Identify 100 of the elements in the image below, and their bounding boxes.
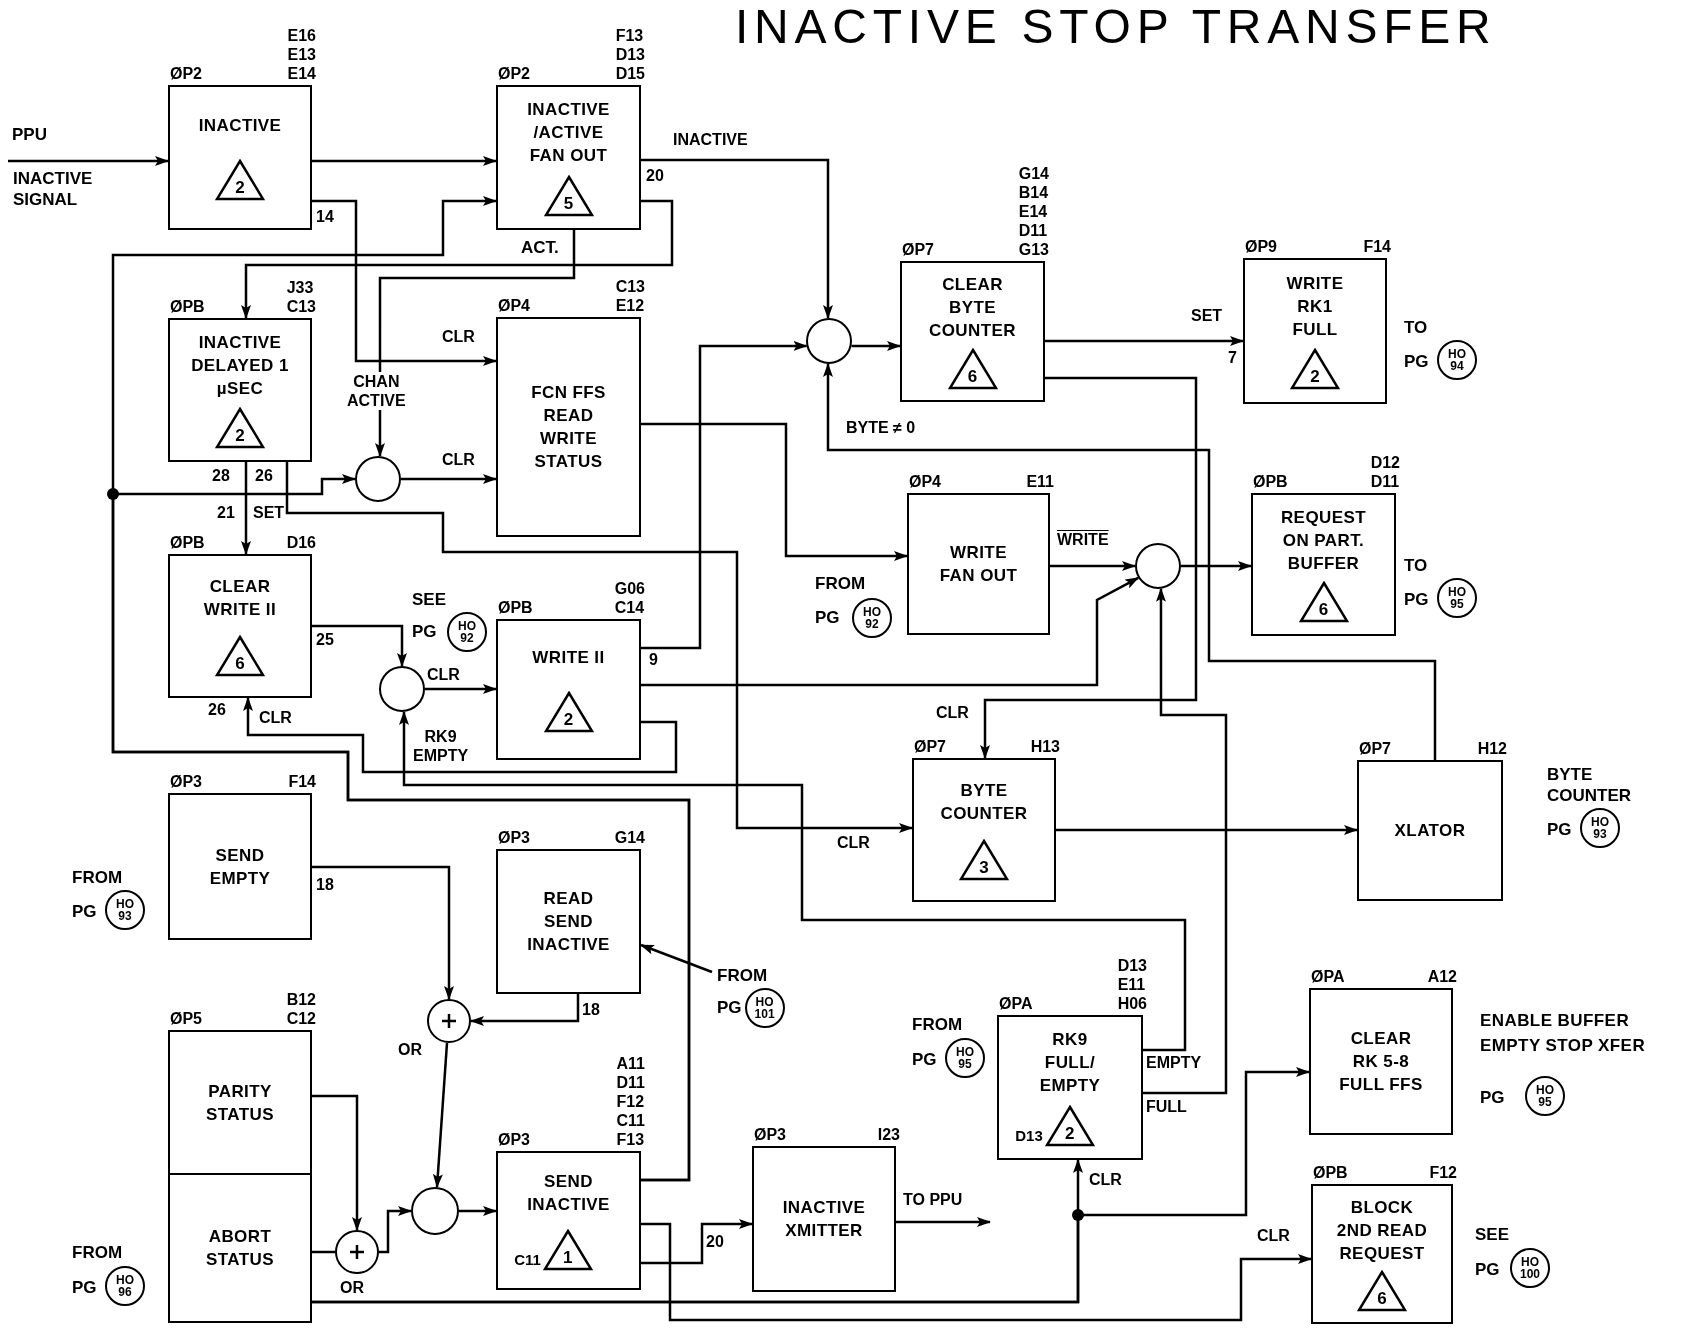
block-label: INACTIVE DELAYED 1 µSEC [190, 332, 290, 400]
pin-number: 18 [582, 1000, 600, 1019]
pin-number: 26 [208, 700, 226, 719]
gate-label: OR [398, 1040, 422, 1059]
pin-number: 14 [316, 207, 334, 226]
logic-block [752, 1146, 896, 1292]
location-code: F14 [288, 772, 316, 791]
annotation-text: PG [912, 1050, 937, 1070]
annotation-text: PG [1475, 1260, 1500, 1280]
signal-line [375, 230, 576, 458]
phase-label: ØP3 [170, 772, 202, 791]
pin-number: 20 [706, 1232, 724, 1251]
block-label: INACTIVE XMITTER [781, 1197, 867, 1242]
signal-line [641, 576, 1140, 687]
signal-line [312, 1250, 335, 1254]
block-label: WRITE FAN OUT [938, 542, 1019, 587]
signal-line [641, 340, 808, 650]
block-label: CLEAR BYTE COUNTER [928, 274, 1017, 342]
signal-line [111, 474, 691, 1182]
signal-line [980, 376, 1198, 759]
signal-line [401, 474, 497, 484]
or-gate [427, 999, 471, 1043]
annotation-text: ACT. [521, 238, 559, 258]
block-label: INACTIVE [198, 114, 282, 137]
logic-block [496, 85, 641, 230]
annotation-text: SEE [1475, 1225, 1510, 1245]
signal-line [641, 1222, 1312, 1322]
logic-block [168, 793, 312, 940]
annotation-text: PG [1404, 352, 1429, 372]
annotation-text: PG [72, 1278, 97, 1298]
block-label: BLOCK 2ND READ REQUEST [1335, 1196, 1429, 1265]
triangle-number-tag: 6 [1298, 581, 1349, 624]
logic-block [496, 849, 641, 994]
signal-line [1181, 561, 1252, 571]
logic-block [907, 493, 1050, 635]
triangle-number-tag: 6 [1357, 1270, 1407, 1313]
phase-label: ØP7 [914, 737, 946, 756]
phase-label: ØP7 [1359, 739, 1391, 758]
location-code: I23 [877, 1125, 900, 1144]
diagram-title: INACTIVE STOP TRANSFER [735, 0, 1497, 54]
phase-label: ØPB [1253, 472, 1288, 491]
triangle-number-tag: 3 [959, 839, 1009, 882]
block-label: WRITE RK1 FULL [1285, 272, 1345, 341]
annotation-text: FROM [72, 1243, 123, 1263]
block-label: INACTIVE /ACTIVE FAN OUT [526, 99, 611, 168]
signal-line [851, 340, 901, 351]
block-label: CLEAR RK 5-8 FULL FFS [1338, 1028, 1424, 1096]
logic-block [1309, 988, 1453, 1135]
logic-block [168, 554, 312, 698]
signal-line [641, 1219, 753, 1265]
phase-label: ØPB [170, 297, 205, 316]
logic-block [912, 758, 1056, 902]
signal-line [896, 1217, 991, 1227]
signal-line [312, 156, 497, 166]
pin-number: 28 [212, 466, 230, 485]
location-code: D12 D11 [1370, 453, 1400, 491]
signal-line [243, 697, 678, 774]
triangle-number-tag: 2 [1044, 1104, 1095, 1147]
signal-line [1045, 336, 1244, 346]
logic-block [900, 261, 1045, 402]
edge-label: CHAN ACTIVE [346, 372, 407, 410]
signal-line [823, 363, 1437, 760]
annotation-text: PG [815, 608, 840, 628]
annotation-text: PG [717, 998, 742, 1018]
block-label: XLATOR [1394, 820, 1466, 842]
gate-label: OR [340, 1278, 364, 1297]
pin-number: 18 [316, 875, 334, 894]
pin-number: 21 [217, 503, 235, 522]
signal-name: INACTIVE SIGNAL [13, 168, 93, 210]
logic-block [1243, 258, 1387, 404]
triangle-number-tag: 6 [215, 635, 265, 678]
block-label: RK9 FULL/ EMPTY [1038, 1029, 1102, 1098]
pin-number: 26 [255, 466, 273, 485]
logic-block [496, 317, 641, 537]
annotation-text: PG [1547, 820, 1572, 840]
logic-block [168, 318, 312, 462]
pin-number: 7 [1228, 348, 1237, 367]
signal-line [8, 156, 169, 166]
triangle-number-tag: 2 [1290, 348, 1340, 391]
triangle-number-tag: 6 [947, 348, 998, 390]
logic-block [997, 1015, 1143, 1160]
triangle-number-tag: 1 [542, 1229, 593, 1271]
phase-label: ØP3 [498, 1130, 530, 1149]
phase-label: ØPA [999, 994, 1033, 1013]
signal-name: PPU [12, 125, 47, 145]
phase-label: ØPB [1313, 1163, 1348, 1182]
signal-line [312, 1094, 362, 1231]
logic-block [168, 85, 312, 230]
location-code: H12 [1477, 739, 1507, 758]
triangle-number-tag: 2 [215, 159, 265, 202]
block-label: WRITE II [532, 647, 605, 670]
location-code: D13 E11 H06 [1117, 956, 1147, 1013]
phase-label: ØP4 [909, 472, 941, 491]
block-label: ABORT STATUS [205, 1226, 275, 1271]
signal-line [312, 865, 454, 1000]
annotation-text: PG [72, 902, 97, 922]
block-label: CLEAR WRITE II [202, 575, 278, 621]
signal-line [459, 1206, 497, 1216]
phase-label: ØP4 [498, 296, 530, 315]
phase-label: ØP2 [170, 64, 202, 83]
